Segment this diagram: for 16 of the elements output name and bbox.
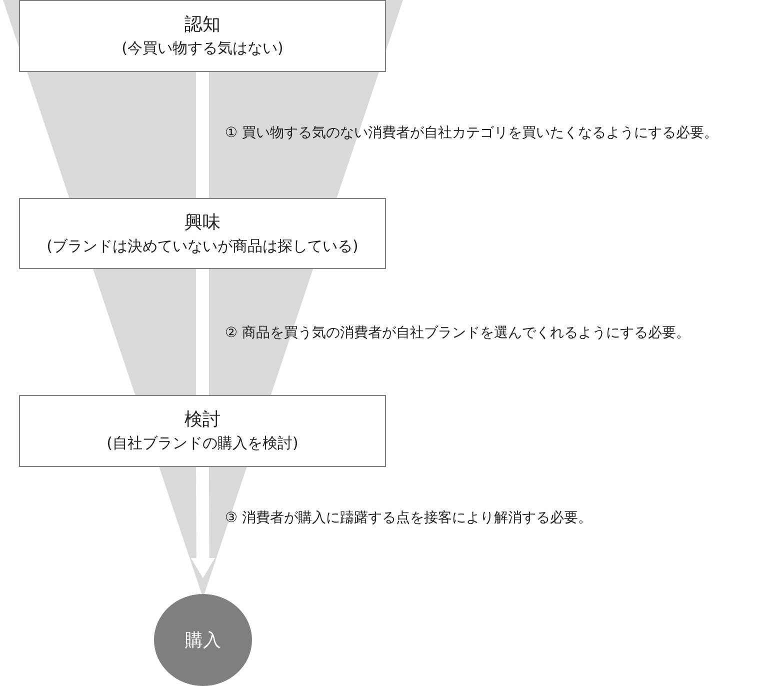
edge-label: ① 買い物する気のない消費者が自社カテゴリを買いたくなるようにする必要。	[225, 124, 718, 143]
connector-line	[196, 269, 209, 395]
edge-label: ③ 消費者が購入に躊躇する点を接客により解消する必要。	[225, 509, 592, 528]
connector-line	[196, 72, 209, 198]
arrow	[190, 466, 215, 578]
stage-box	[19, 395, 386, 467]
edge-label: ② 商品を買う気の消費者が自社ブランドを選んでくれるようにする必要。	[225, 324, 690, 343]
stage-box	[19, 198, 386, 269]
stage-description: (自社ブランドの購入を検討)	[106, 433, 298, 454]
stage-title: 検討	[184, 408, 220, 432]
goal-circle: 購入	[154, 594, 252, 686]
stage-box	[19, 0, 386, 72]
stage-description: (ブランドは決めていないが商品は探している)	[46, 236, 358, 256]
stage-title: 認知	[184, 13, 220, 37]
stage-description: (今買い物する気はない)	[122, 38, 284, 59]
stage-title: 興味	[184, 210, 220, 234]
